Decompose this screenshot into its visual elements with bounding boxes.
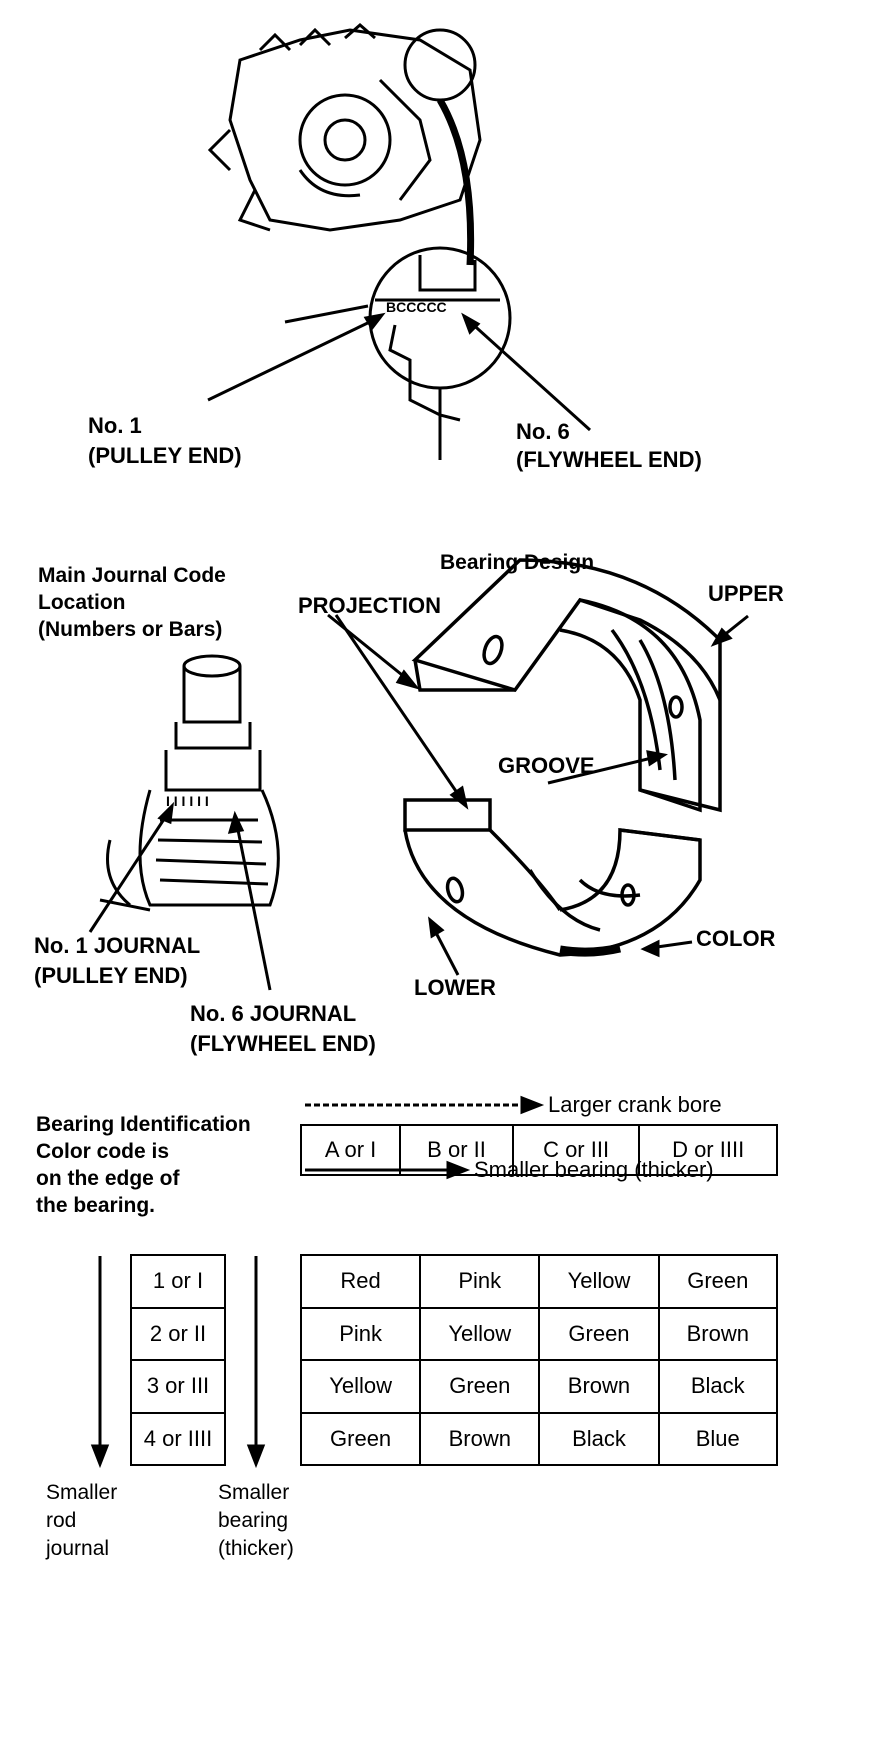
color-cell: Black bbox=[657, 1359, 779, 1414]
crank-bore-code-cell: B or II bbox=[399, 1124, 514, 1176]
table-row: Red Pink Yellow Green bbox=[299, 1254, 779, 1309]
engine-sketch bbox=[207, 23, 482, 232]
no1-journal-pulley-end: (PULLEY END) bbox=[34, 963, 188, 988]
crank-bore-code-cell: D or IIII bbox=[638, 1124, 778, 1176]
color-cell: Yellow bbox=[299, 1359, 422, 1414]
color-cell: Pink bbox=[299, 1306, 422, 1361]
flywheel-end-label: (FLYWHEEL END) bbox=[516, 447, 702, 472]
bearing-design-title: Bearing Design bbox=[440, 551, 595, 574]
no6-journal-label: No. 6 JOURNAL bbox=[190, 1001, 357, 1026]
no6-label: No. 6 bbox=[516, 419, 570, 444]
table-row: 3 or III bbox=[130, 1359, 226, 1414]
table-row: Yellow Green Brown Black bbox=[299, 1359, 779, 1414]
color-cell: Black bbox=[538, 1411, 660, 1466]
smaller-bearing-side-line-1: Smaller bbox=[218, 1481, 290, 1504]
rod-journal-code-table: 1 or I 2 or II 3 or III 4 or IIII bbox=[130, 1254, 226, 1466]
table-row: 4 or IIII bbox=[130, 1411, 226, 1466]
color-cell: Yellow bbox=[419, 1306, 541, 1361]
no6-journal-flywheel-end: (FLYWHEEL END) bbox=[190, 1031, 376, 1056]
smaller-rod-line-3: journal bbox=[46, 1537, 110, 1560]
table-row: Pink Yellow Green Brown bbox=[299, 1306, 779, 1361]
color-cell: Brown bbox=[538, 1359, 660, 1414]
crank-bore-code-cell: C or III bbox=[511, 1124, 641, 1176]
color-cell: Yellow bbox=[538, 1254, 660, 1309]
rod-code-cell: 2 or II bbox=[130, 1306, 226, 1361]
projection-label: PROJECTION bbox=[298, 593, 442, 618]
rod-code-cell: 1 or I bbox=[130, 1254, 226, 1309]
rod-code-cell: 3 or III bbox=[130, 1359, 226, 1414]
bearing-pointer-arrows bbox=[327, 613, 749, 976]
bearing-id-line-4: the bearing. bbox=[36, 1194, 156, 1217]
no1-journal-label: No. 1 JOURNAL bbox=[34, 933, 201, 958]
smaller-rod-line-1: Smaller bbox=[46, 1481, 118, 1504]
lower-bearing-shell bbox=[403, 798, 702, 957]
smaller-bearing-side-line-2: bearing bbox=[218, 1509, 289, 1532]
color-cell: Green bbox=[657, 1254, 779, 1309]
table-row: 2 or II bbox=[130, 1306, 226, 1361]
journal-code-marks: I I I I I I bbox=[166, 793, 209, 809]
crank-bore-code-table: A or I B or II C or III D or IIII bbox=[299, 1124, 778, 1176]
crankshaft-journal-sketch bbox=[99, 654, 280, 912]
table-row: A or I B or II C or III D or IIII bbox=[299, 1124, 778, 1176]
color-cell: Brown bbox=[419, 1411, 541, 1466]
color-cell: Pink bbox=[419, 1254, 541, 1309]
upper-label: UPPER bbox=[708, 581, 784, 606]
crank-bore-code-cell: A or I bbox=[299, 1124, 402, 1176]
table-row: 1 or I bbox=[130, 1254, 226, 1309]
journal-title-line-1: Main Journal Code bbox=[38, 564, 226, 587]
top-pointer-arrows bbox=[207, 304, 592, 432]
detail-leader-line bbox=[436, 98, 475, 266]
larger-crank-bore-label: Larger crank bore bbox=[548, 1092, 722, 1117]
smaller-rod-line-2: rod bbox=[46, 1509, 77, 1532]
no1-label: No. 1 bbox=[88, 413, 142, 438]
bearing-id-line-1: Bearing Identification bbox=[36, 1113, 251, 1136]
color-cell: Green bbox=[419, 1359, 541, 1414]
rod-code-cell: 4 or IIII bbox=[130, 1411, 226, 1466]
bearing-color-table: Red Pink Yellow Green Pink Yellow Green … bbox=[299, 1254, 779, 1466]
journal-pointer-arrows bbox=[88, 801, 272, 991]
color-label: COLOR bbox=[696, 926, 776, 951]
smaller-bearing-side-line-3: (thicker) bbox=[218, 1537, 294, 1560]
journal-title-line-3: (Numbers or Bars) bbox=[38, 618, 223, 641]
color-cell: Green bbox=[299, 1411, 422, 1466]
table-row: Green Brown Black Blue bbox=[299, 1411, 779, 1466]
groove-label: GROOVE bbox=[498, 753, 595, 778]
vertical-arrows bbox=[90, 1256, 266, 1469]
bearing-id-line-3: on the edge of bbox=[36, 1167, 180, 1190]
detail-circle bbox=[368, 246, 512, 460]
pulley-end-label: (PULLEY END) bbox=[88, 443, 242, 468]
color-cell: Blue bbox=[657, 1411, 779, 1466]
code-marks-text: BCCCCC bbox=[386, 299, 447, 315]
color-cell: Brown bbox=[657, 1306, 779, 1361]
journal-title-line-2: Location bbox=[38, 591, 126, 614]
lower-label: LOWER bbox=[414, 975, 496, 1000]
color-cell: Green bbox=[538, 1306, 660, 1361]
color-cell: Red bbox=[299, 1254, 422, 1309]
bearing-id-line-2: Color code is bbox=[36, 1140, 170, 1163]
